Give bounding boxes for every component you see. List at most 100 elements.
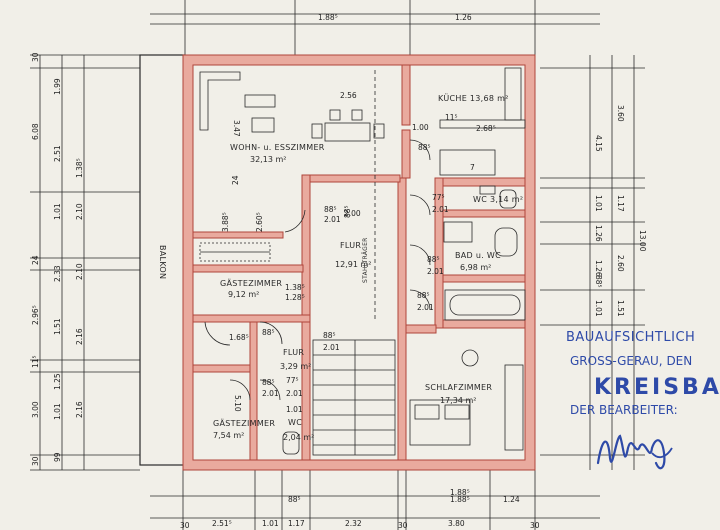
dim-inner-11: 3.88⁵ — [221, 212, 230, 232]
dim-right-1: 3.60 — [616, 105, 625, 122]
room-label-wc1: WC 3,14 m² — [473, 195, 523, 204]
room-area-wc2: 2,04 m² — [283, 433, 314, 442]
dim-left-inner2-1: 2.10 — [75, 203, 84, 220]
dim-inner-31: 3.47 — [232, 120, 241, 137]
dim-inner-14: 88⁵ — [324, 205, 337, 214]
dim-right-0: 4.15 — [594, 135, 603, 152]
dim-left-inner-5: 1.25 — [53, 373, 62, 390]
dim-inner-26: 1.01 — [286, 405, 303, 414]
dim-inner-23: 1.88⁵ — [450, 488, 470, 497]
dim-right-2: 13.00 — [638, 230, 647, 252]
dim-right-9: 1.01 — [594, 300, 603, 317]
room-label-flur2: FLUR — [283, 348, 304, 357]
dim-left-inner-7: 99 — [53, 452, 62, 462]
dim-top-1: 1.26 — [455, 13, 472, 22]
dim-inner-3: 2.68⁵ — [476, 124, 496, 133]
room-label-wohn: WOHN- u. ESSZIMMER — [230, 143, 325, 152]
dim-right-10: 1.51 — [616, 300, 625, 317]
dim-inner-7: 88⁵ — [427, 255, 440, 264]
dim-inner-27: 5.10 — [233, 395, 242, 412]
dim-bottom2-4: 2.32 — [345, 519, 362, 528]
dim-inner-12: 2.60⁵ — [255, 212, 264, 232]
room-area-bad: 6,98 m² — [460, 263, 491, 272]
dimension-texts: 1.88⁵ 1.26 88⁵ 1.88⁵ 1.24 30 2.51⁵ 1.01 … — [31, 13, 647, 530]
dim-bottom1-1: 1.88⁵ — [450, 495, 470, 504]
stair-beam-label: STAHLTRÄGER — [362, 237, 369, 283]
dim-inner-19: 88⁵ — [323, 331, 336, 340]
dim-left-1: 6.08 — [31, 123, 40, 140]
stamp-line-4: DER BEARBEITER: — [570, 403, 678, 417]
room-label-gaeste1: GÄSTEZIMMER — [220, 278, 282, 288]
room-area-wohn: 32,13 m² — [250, 155, 286, 164]
dim-bottom2-2: 1.01 — [262, 519, 279, 528]
dim-right-5: 1.01 — [594, 195, 603, 212]
room-label-balkon: BALKON — [158, 245, 167, 279]
dim-right-7: 88⁵ — [594, 275, 603, 288]
stamp-line-2: GROSS-GERAU, DEN — [570, 354, 693, 368]
dim-inner-9: 88⁵ — [417, 291, 430, 300]
room-label-wc2: WC — [288, 418, 302, 427]
dim-inner-4: 88⁵ — [418, 143, 431, 152]
room-label-schlaf: SCHLAFZIMMER — [425, 383, 492, 392]
dim-inner-16: 88⁵ — [343, 205, 352, 218]
dim-left-3: 2.96⁵ — [31, 305, 40, 325]
dim-left-inner2-4: 2.16 — [75, 401, 84, 418]
room-label-bad: BAD u. WC — [455, 251, 501, 260]
room-area-gaeste2: 7,54 m² — [213, 431, 244, 440]
dim-right-4: 1.26 — [594, 225, 603, 242]
furniture — [199, 67, 526, 456]
room-area-flur: 12,91 m² — [335, 260, 371, 269]
dim-top-0: 1.88⁵ — [318, 13, 338, 22]
dim-bottom2-7: 30 — [530, 521, 540, 530]
dim-left-inner2-2: 2.10 — [75, 263, 84, 280]
dim-inner-18: 1.38⁵ — [285, 283, 305, 292]
dim-left-inner2-0: 1.38⁵ — [75, 158, 84, 178]
dim-bottom2-0: 30 — [180, 521, 190, 530]
dim-left-6: 30 — [31, 456, 40, 466]
dim-inner-25: 2.01 — [286, 389, 303, 398]
dim-inner-13: 24 — [231, 175, 240, 185]
room-area-gaeste1: 9,12 m² — [228, 290, 259, 299]
dimension-lines — [30, 0, 645, 530]
dim-inner-2: 11⁵ — [445, 113, 458, 122]
dim-inner-8: 2.01 — [427, 267, 444, 276]
stamp-line-1: BAUAUFSICHTLICH — [566, 330, 696, 345]
dim-inner-6: 2.01 — [432, 205, 449, 214]
inner-dimensions: 2.56 1.00 11⁵ 2.68⁵ 88⁵ 77⁵ 2.01 88⁵ 2.0… — [221, 91, 496, 497]
dim-bottom1-2: 1.24 — [503, 495, 520, 504]
dim-left-inner-4: 1.51 — [53, 318, 62, 335]
door-swings — [204, 139, 431, 401]
dim-right-6: 1.17 — [616, 195, 625, 212]
dim-bottom1-0: 88⁵ — [288, 495, 301, 504]
dim-left-inner-2: 1.01 — [53, 203, 62, 220]
dim-inner-1: 1.00 — [412, 123, 429, 132]
room-labels: WOHN- u. ESSZIMMER 32,13 m² KÜCHE 13,68 … — [158, 93, 523, 442]
dim-inner-10: 2.01 — [417, 303, 434, 312]
walls — [182, 54, 536, 471]
dim-left-inner-6: 1.01 — [53, 403, 62, 420]
dim-inner-15: 2.01 — [324, 215, 341, 224]
dim-right-8: 1.26 — [594, 260, 603, 277]
dim-inner-32: 7 — [470, 163, 475, 172]
dim-inner-17: 2.00 — [344, 209, 361, 218]
room-label-gaeste2: GÄSTEZIMMER — [213, 418, 275, 428]
room-area-flur2: 3,29 m² — [280, 362, 311, 371]
dim-inner-22: 1.68⁵ — [229, 333, 249, 342]
dim-left-inner-0: 1.99 — [53, 78, 62, 95]
dim-left-2: 24 — [31, 255, 40, 265]
dim-right-3: 2.60 — [616, 255, 625, 272]
dim-bottom2-3: 1.17 — [288, 519, 305, 528]
dim-inner-28: 88⁵ — [262, 378, 275, 387]
dim-bottom2-1: 2.51⁵ — [212, 519, 232, 528]
dim-inner-24: 77⁵ — [286, 376, 299, 385]
dim-bottom2-6: 3.80 — [448, 519, 465, 528]
dim-left-0: 30 — [31, 52, 40, 62]
room-label-flur: FLUR — [340, 241, 361, 250]
dim-inner-0: 2.56 — [340, 91, 357, 100]
dim-inner-30: 1.28⁵ — [285, 293, 305, 302]
dim-left-5: 3.00 — [31, 401, 40, 418]
dim-inner-5: 77⁵ — [432, 193, 445, 202]
dim-left-inner2-3: 2.16 — [75, 328, 84, 345]
dim-inner-21: 88⁵ — [262, 328, 275, 337]
